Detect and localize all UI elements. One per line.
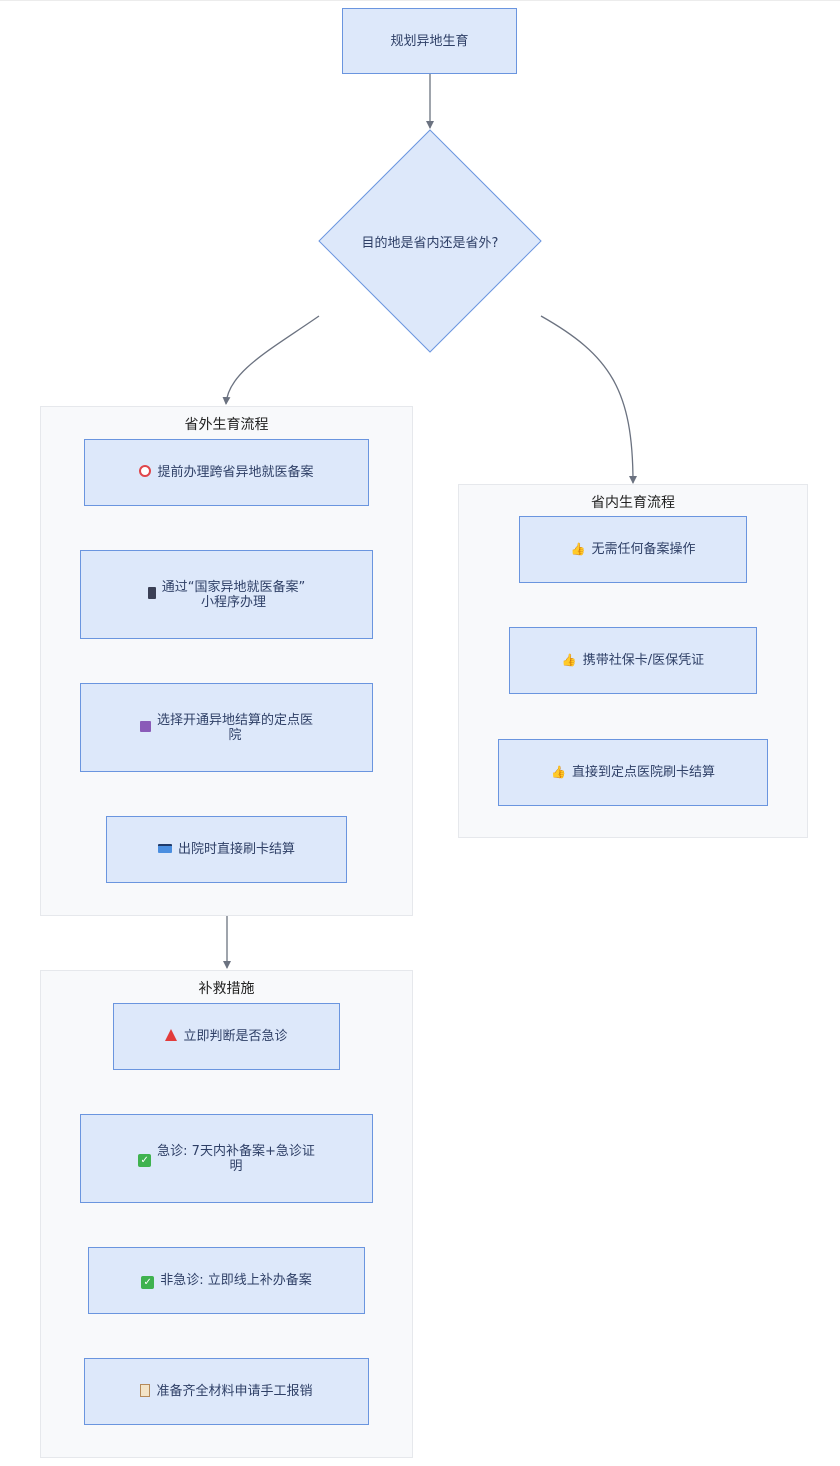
step-label: 急诊: 7天内补备案+急诊证 明 [157,1143,315,1174]
credit-card-icon [157,842,172,857]
step-label: 准备齐全材料申请手工报销 [156,1384,313,1399]
thumbs-up-icon: 👍 [570,542,586,556]
decision-label: 目的地是省内还是省外? [361,235,499,251]
thumbs-up-icon: 👍 [551,765,566,779]
step-label: 选择开通异地结算的定点医 院 [156,712,313,743]
mobile-phone-icon [147,587,156,602]
step-judge-emergency: 立即判断是否急诊 [113,1003,340,1070]
step-manual-reimbursement: 准备齐全材料申请手工报销 [84,1358,369,1425]
step-label: 提前办理跨省异地就医备案 [157,465,314,480]
check-mark-icon: ✓ [138,1151,152,1167]
cluster-in-title: 省内生育流程 [591,495,675,511]
step-mini-program: 通过“国家异地就医备案” 小程序办理 [80,550,373,639]
edge-decision-to-in [540,315,637,484]
edge-decision-to-out [222,315,320,405]
step-label: 立即判断是否急诊 [183,1029,288,1044]
step-choose-hospital: 选择开通异地结算的定点医 院 [80,683,373,772]
step-direct-settlement: 👍 直接到定点医院刷卡结算 [498,739,768,806]
step-non-emergency-case: ✓ 非急诊: 立即线上补办备案 [88,1247,365,1314]
thumbs-up-icon: 👍 [561,653,577,667]
alarm-clock-icon [139,465,152,480]
step-label: 直接到定点医院刷卡结算 [571,765,715,780]
start-node: 规划异地生育 [342,8,517,74]
decision-diamond-shape [318,129,542,353]
clipboard-icon [140,1383,151,1400]
step-no-filing: 👍 无需任何备案操作 [519,516,747,583]
step-emergency-case: ✓ 急诊: 7天内补备案+急诊证 明 [80,1114,373,1203]
cluster-out-title: 省外生育流程 [184,417,269,433]
top-divider [0,0,840,1]
start-label: 规划异地生育 [390,33,469,49]
step-bring-card: 👍 携带社保卡/医保凭证 [509,627,757,694]
decision-node: 目的地是省内还是省外? [318,129,542,353]
step-filing-in-advance: 提前办理跨省异地就医备案 [84,439,369,506]
step-card-settlement: 出院时直接刷卡结算 [106,816,347,883]
check-mark-icon: ✓ [141,1273,155,1289]
step-label: 非急诊: 立即线上补办备案 [160,1273,312,1288]
step-label: 无需任何备案操作 [591,542,696,557]
floppy-disk-icon [139,720,151,735]
step-label: 通过“国家异地就医备案” 小程序办理 [161,579,306,610]
siren-icon [165,1029,178,1044]
step-label: 携带社保卡/医保凭证 [582,653,705,668]
step-label: 出院时直接刷卡结算 [177,842,295,857]
cluster-remedy-title: 补救措施 [198,981,255,997]
